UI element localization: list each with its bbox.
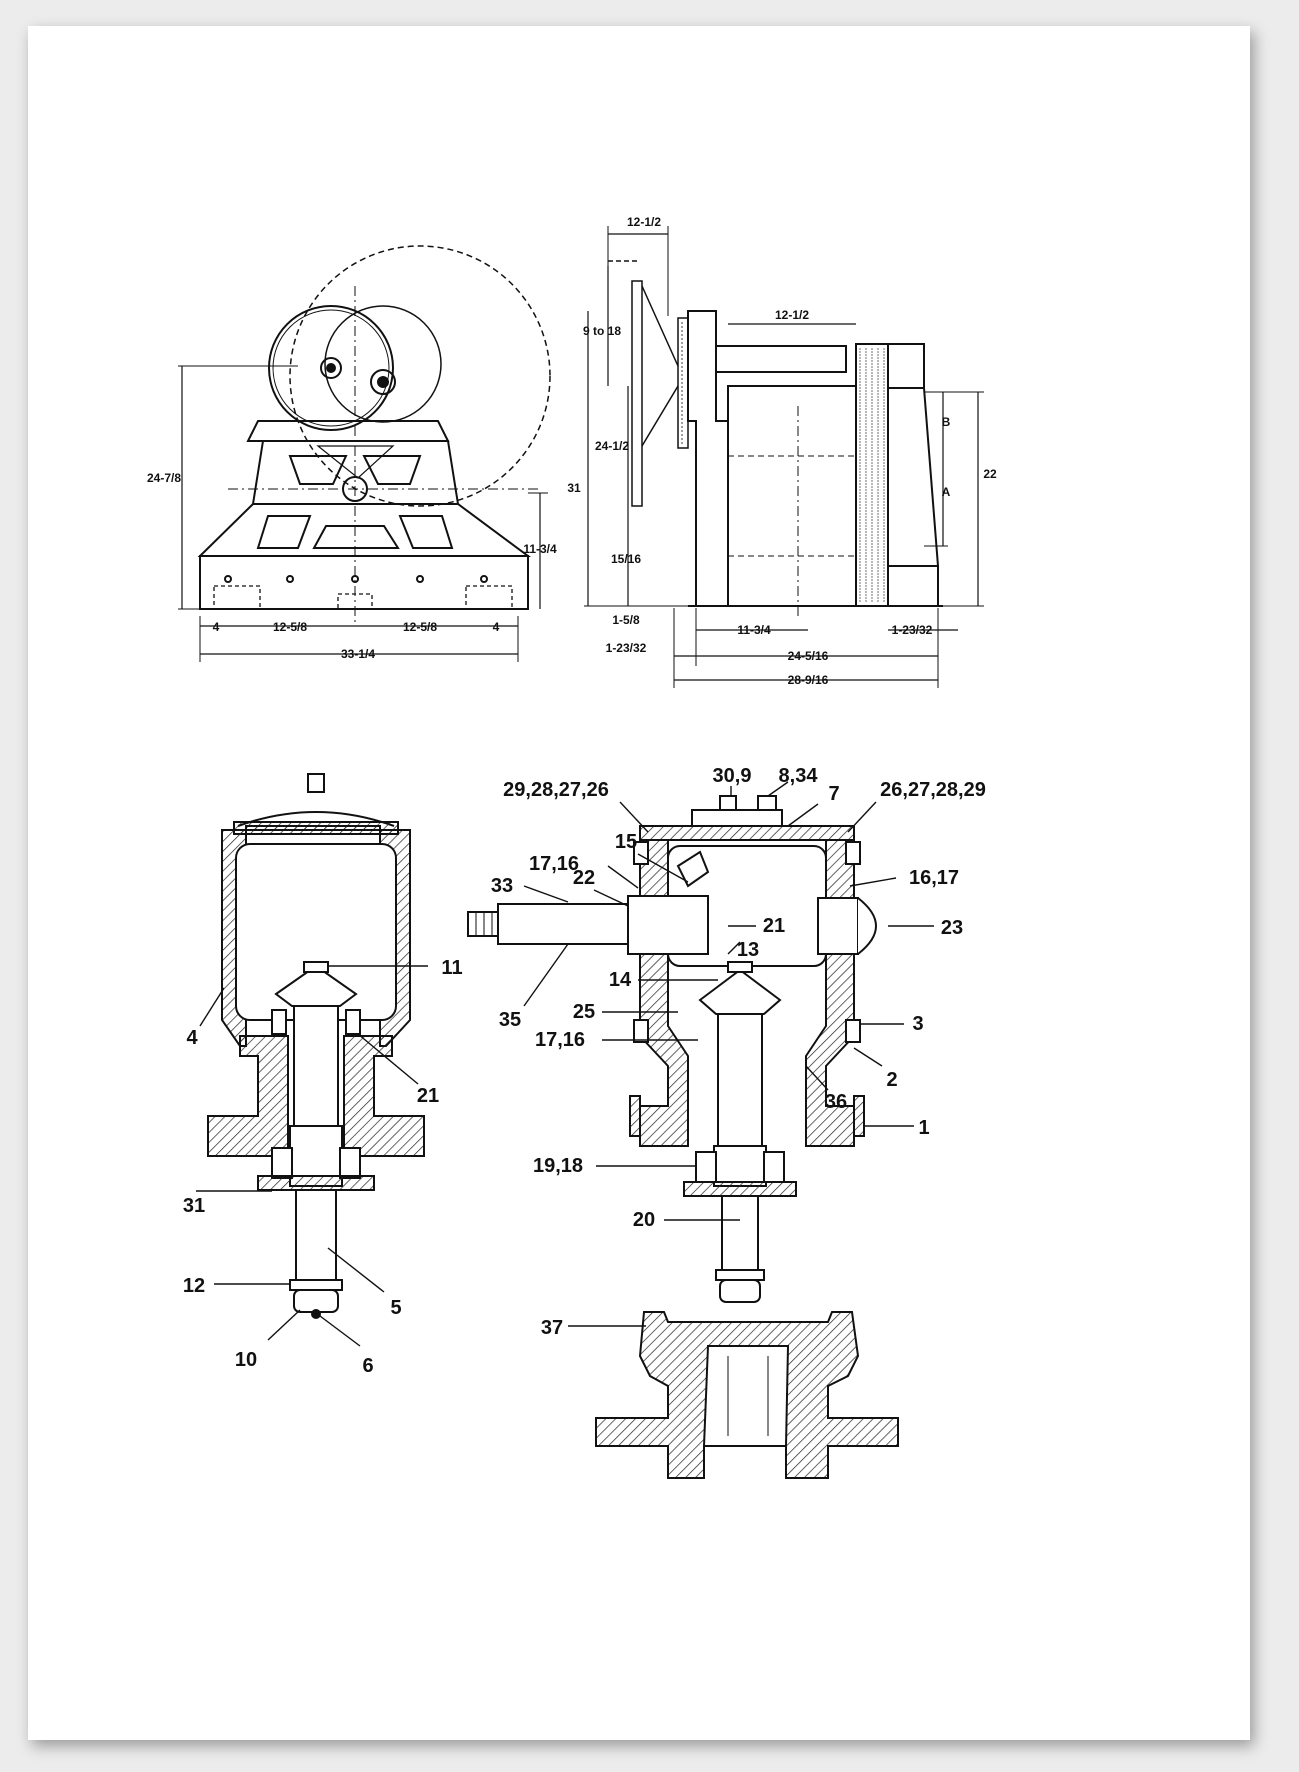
callout-35: 35: [499, 1009, 521, 1031]
callout-12: 12: [183, 1275, 205, 1297]
dim-right-span: 12-5/8: [403, 620, 437, 634]
section-left: [207, 773, 425, 1319]
callout-26-27-28-29: 26,27,28,29: [880, 779, 986, 801]
technical-drawing: 24-7/8 11-3/4 4 12-5/8 12-5/8 4 33-1/4: [147, 215, 997, 1479]
dim-left-span: 12-5/8: [273, 620, 307, 634]
dim-left-offset: 4: [213, 620, 220, 634]
dim-overall-width: 33-1/4: [341, 647, 375, 661]
dim-a: A: [942, 485, 951, 499]
callout-21-left: 21: [417, 1085, 439, 1107]
dim-height-22: 22: [983, 467, 997, 481]
callout-17-16-bottom: 17,16: [535, 1029, 585, 1051]
callout-3: 3: [912, 1013, 923, 1035]
callout-29-28-27-26: 29,28,27,26: [503, 779, 609, 801]
front-view: [178, 245, 551, 662]
dim-axle-height: 24-1/2: [595, 439, 629, 453]
dim-overall-depth: 28-9/16: [788, 673, 829, 687]
dim-b: B: [942, 415, 951, 429]
callout-19-18: 19,18: [533, 1155, 583, 1177]
callout-11: 11: [441, 957, 462, 979]
callout-5: 5: [390, 1297, 401, 1319]
drawing-sheet: 24-7/8 11-3/4 4 12-5/8 12-5/8 4 33-1/4: [28, 26, 1250, 1740]
section-left-leaders: [196, 965, 428, 1347]
dim-drum-offset: 11-3/4: [737, 623, 771, 637]
dim-foot-thickness: 15/16: [611, 552, 641, 566]
callout-13: 13: [737, 939, 759, 961]
callout-20: 20: [633, 1209, 655, 1231]
callout-30-9: 30,9: [713, 765, 752, 787]
dim-frame-width: 24-5/16: [788, 649, 829, 663]
dim-axle-length: 12-1/2: [775, 308, 809, 322]
callout-23: 23: [941, 917, 963, 939]
dim-foot-offset: 1-5/8: [612, 613, 640, 627]
callout-2: 2: [886, 1069, 897, 1091]
dim-overall-height: 24-7/8: [147, 471, 181, 485]
section-right-leaders: [523, 781, 934, 1221]
callout-16-17: 16,17: [909, 867, 959, 889]
section-right: [467, 795, 877, 1303]
callout-14: 14: [609, 969, 632, 991]
callout-6: 6: [362, 1355, 373, 1377]
dim-overall-height: 31: [567, 481, 581, 495]
callout-17-16-top: 17,16: [529, 853, 579, 875]
dim-right-offset: 4: [493, 620, 500, 634]
callout-7: 7: [828, 783, 839, 805]
dim-right-margin: 1-23/32: [892, 623, 933, 637]
callout-4: 4: [186, 1027, 198, 1049]
dim-lever-range: 9 to 18: [583, 324, 621, 338]
side-view-dimensions: 12-1/2 9 to 18 24-1/2 31 15/16 1-5/8 1-2…: [567, 215, 997, 687]
callout-8-34: 8,34: [779, 765, 819, 787]
callout-36: 36: [825, 1091, 847, 1113]
callout-25: 25: [573, 1001, 595, 1023]
dim-lever-width: 12-1/2: [627, 215, 661, 229]
callout-21-right: 21: [763, 915, 785, 937]
callout-31: 31: [183, 1195, 205, 1217]
callout-37: 37: [541, 1317, 563, 1339]
front-view-dimensions: 24-7/8 11-3/4 4 12-5/8 12-5/8 4 33-1/4: [147, 471, 557, 661]
section-left-callouts: 11 4 21 31 12 5 10 6: [183, 957, 463, 1377]
callout-22: 22: [573, 867, 595, 889]
dim-shaft-height: 11-3/4: [523, 542, 557, 556]
callout-10: 10: [235, 1349, 257, 1371]
section-right-callouts: 30,9 8,34 7 29,28,27,26 26,27,28,29 15 1…: [491, 765, 986, 1231]
lower-housing: [595, 1311, 899, 1479]
dim-left-margin: 1-23/32: [606, 641, 647, 655]
callout-15: 15: [615, 831, 637, 853]
side-view: [584, 226, 984, 688]
callout-33: 33: [491, 875, 513, 897]
callout-1: 1: [918, 1117, 929, 1139]
lower-housing-callouts: 37: [541, 1317, 563, 1339]
